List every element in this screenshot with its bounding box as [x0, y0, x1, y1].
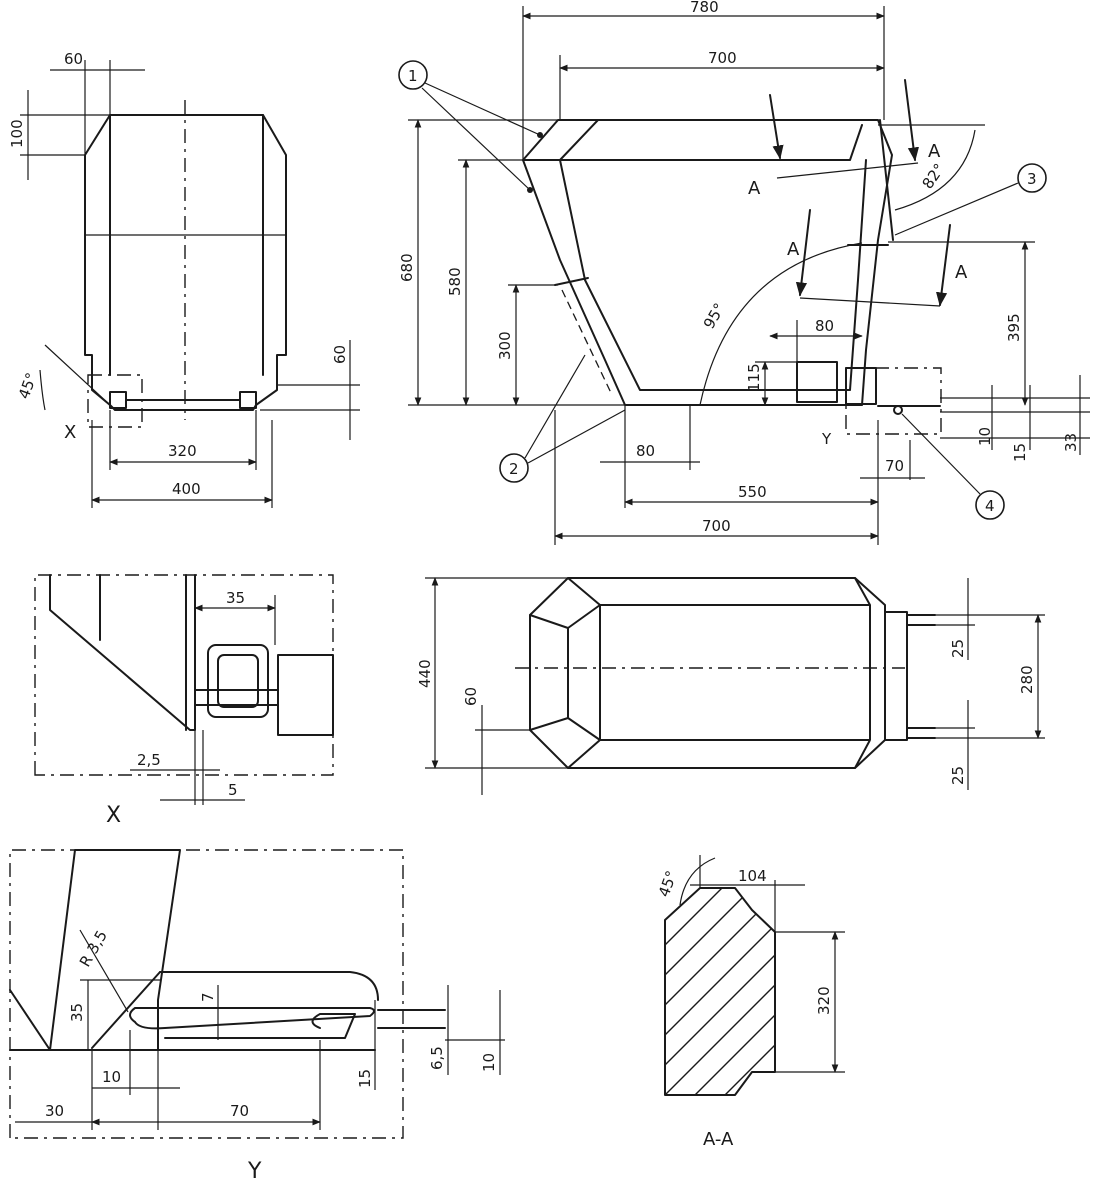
dim-33: 33 [1062, 433, 1080, 452]
dim-80-bottom: 80 [636, 442, 655, 460]
section-a-a-outline [664, 887, 776, 1096]
dim-25-bottom: 25 [949, 766, 967, 785]
detail-x-title: X [106, 803, 121, 828]
dim-2-5: 2,5 [137, 751, 161, 769]
side-view-pin [893, 405, 903, 415]
dim-95-deg: 95° [700, 300, 729, 332]
detail-y-bracket-bottom [164, 1013, 356, 1039]
side-view-hidden-line [561, 289, 613, 396]
detail-x-loop-inner [217, 654, 259, 708]
detail-y: R 3,5 35 7 15 6,5 10 10 30 70 Y [9, 849, 505, 1184]
dim-70-y: 70 [230, 1102, 249, 1120]
dim-r3-5: R 3,5 [76, 927, 111, 970]
side-view-block [796, 361, 838, 403]
dim-45-deg: 45° [15, 370, 41, 401]
dim-395: 395 [1005, 313, 1023, 342]
dim-10-y: 10 [102, 1068, 121, 1086]
dim-700-top: 700 [708, 49, 737, 67]
callout-3-label: 3 [1027, 170, 1037, 188]
detail-y-frame [9, 849, 404, 1139]
dim-82-deg: 82° [919, 160, 949, 192]
side-view-outline-outer [522, 119, 893, 406]
dim-60-top: 60 [64, 50, 83, 68]
callout-1 [398, 60, 428, 90]
dim-440: 440 [416, 659, 434, 688]
callout-2 [499, 453, 529, 483]
front-view-outline [84, 114, 287, 411]
detail-x-body [49, 574, 196, 731]
front-view: X 60 100 45° 60 320 400 [8, 50, 360, 508]
detail-y-chamfer [91, 971, 161, 1049]
dim-300: 300 [496, 331, 514, 360]
dim-100: 100 [8, 119, 26, 148]
callout-2-label: 2 [509, 460, 519, 478]
dim-780: 780 [690, 0, 719, 16]
detail-y-bracket-top [159, 971, 379, 1001]
dim-5: 5 [228, 781, 238, 799]
dim-680: 680 [398, 253, 416, 282]
dim-280: 280 [1018, 665, 1036, 694]
dim-550: 550 [738, 483, 767, 501]
detail-y-pin-slot [129, 1007, 375, 1030]
section-a-lower-right: A [955, 262, 968, 283]
dim-700-bottom: 700 [702, 517, 731, 535]
dim-15-y: 15 [356, 1069, 374, 1088]
dim-320-aa: 320 [815, 986, 833, 1015]
detail-x-loop [207, 644, 269, 718]
detail-x-frame [34, 574, 334, 776]
detail-y-body [9, 849, 376, 1051]
section-a-a-title: A-A [703, 1129, 734, 1150]
detail-y-ref: Y [821, 430, 832, 448]
plan-view-bracket [884, 611, 908, 741]
detail-x-ref: X [64, 422, 76, 443]
dim-6-5: 6,5 [428, 1046, 446, 1070]
dim-30: 30 [45, 1102, 64, 1120]
dim-60-plan: 60 [462, 687, 480, 706]
side-view-rib [554, 277, 589, 286]
detail-x-marker [87, 374, 143, 428]
front-view-foot-left [109, 391, 127, 409]
callout-4 [975, 490, 1005, 520]
plan-view: 440 60 25 280 25 [416, 577, 1045, 795]
side-view: Y A A A A 1 2 3 4 780 [398, 0, 1090, 545]
dim-320: 320 [168, 442, 197, 460]
dim-60-right: 60 [331, 345, 349, 364]
section-a-lower-left: A [787, 239, 800, 260]
dim-35-y: 35 [68, 1003, 86, 1022]
callout-1-label: 1 [408, 67, 418, 85]
detail-y-marker [845, 367, 942, 435]
dim-115: 115 [745, 363, 763, 392]
dim-35: 35 [226, 589, 245, 607]
side-view-outline-inner [522, 119, 867, 391]
dim-80-inner: 80 [815, 317, 834, 335]
section-a-a: 45° 104 320 A-A [655, 855, 845, 1150]
dim-15: 15 [1011, 443, 1029, 462]
dim-7: 7 [199, 992, 217, 1002]
dim-25-top: 25 [949, 639, 967, 658]
dim-10: 10 [976, 427, 994, 446]
dim-70: 70 [885, 457, 904, 475]
dim-104: 104 [738, 867, 767, 885]
detail-y-title: Y [247, 1159, 262, 1184]
detail-x: 35 2,5 5 X [34, 574, 334, 828]
side-view-tube [879, 119, 894, 241]
section-a-right: A [928, 141, 941, 162]
callout-4-label: 4 [985, 497, 995, 515]
callout-3 [1017, 163, 1047, 193]
front-view-foot-right [239, 391, 257, 409]
section-a-left: A [748, 178, 761, 199]
detail-x-rail [277, 654, 334, 736]
dim-400: 400 [172, 480, 201, 498]
dim-580: 580 [446, 267, 464, 296]
dim-10-right: 10 [480, 1053, 498, 1072]
plan-view-chamfers [529, 577, 871, 769]
dim-45-deg-aa: 45° [655, 868, 681, 899]
